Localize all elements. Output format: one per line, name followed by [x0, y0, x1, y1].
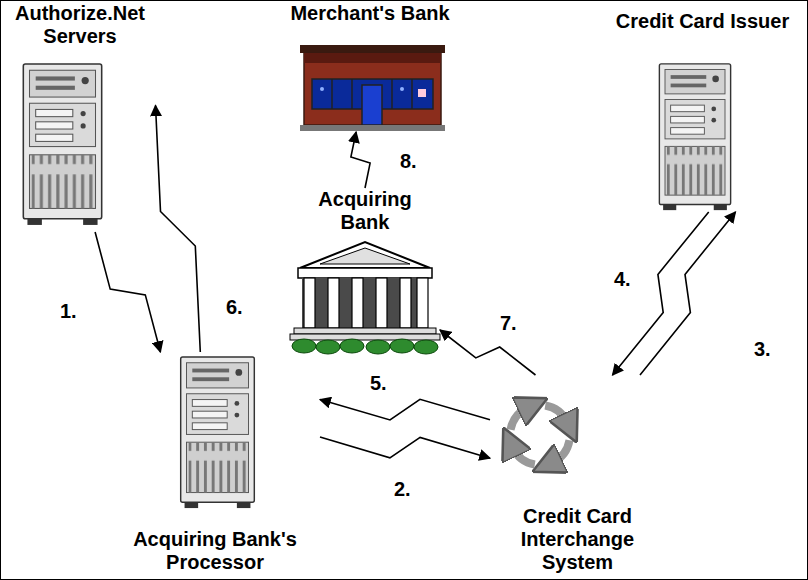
lightning-connector [351, 132, 370, 188]
node-label: Acquiring Bank [310, 188, 420, 234]
callout-number: 3. [752, 338, 773, 360]
node-label: Credit Card Issuer [603, 10, 803, 33]
lightning-connector [95, 232, 160, 352]
callout-number: 5. [368, 372, 389, 394]
interchange-node: Credit Card Interchange System [490, 375, 665, 578]
server-node: Authorize.Net Servers [5, 2, 156, 232]
lightning-connector [320, 437, 490, 458]
callout-number: 8. [398, 150, 419, 172]
bank-node: Merchant's Bank [283, 2, 457, 132]
callout-number: 6. [224, 296, 245, 318]
node-label: Authorize.Net Servers [8, 2, 153, 48]
server-node: Acquiring Bank's Processor [110, 352, 320, 578]
lightning-connector [156, 106, 201, 353]
callout-number: 1. [58, 300, 79, 322]
lightning-connector [440, 330, 536, 375]
node-label: Credit Card Interchange System [513, 505, 643, 574]
callout-number: 7. [498, 312, 519, 334]
bank-node: Acquiring Bank [290, 188, 440, 356]
lightning-connector [613, 212, 709, 375]
node-label: Acquiring Bank's Processor [120, 528, 310, 574]
lightning-connector [640, 212, 736, 375]
lightning-connector [320, 399, 490, 420]
node-label: Merchant's Bank [286, 2, 454, 25]
callout-number: 4. [612, 268, 633, 290]
server-node: Credit Card Issuer [600, 10, 806, 212]
callout-number: 2. [392, 478, 413, 500]
